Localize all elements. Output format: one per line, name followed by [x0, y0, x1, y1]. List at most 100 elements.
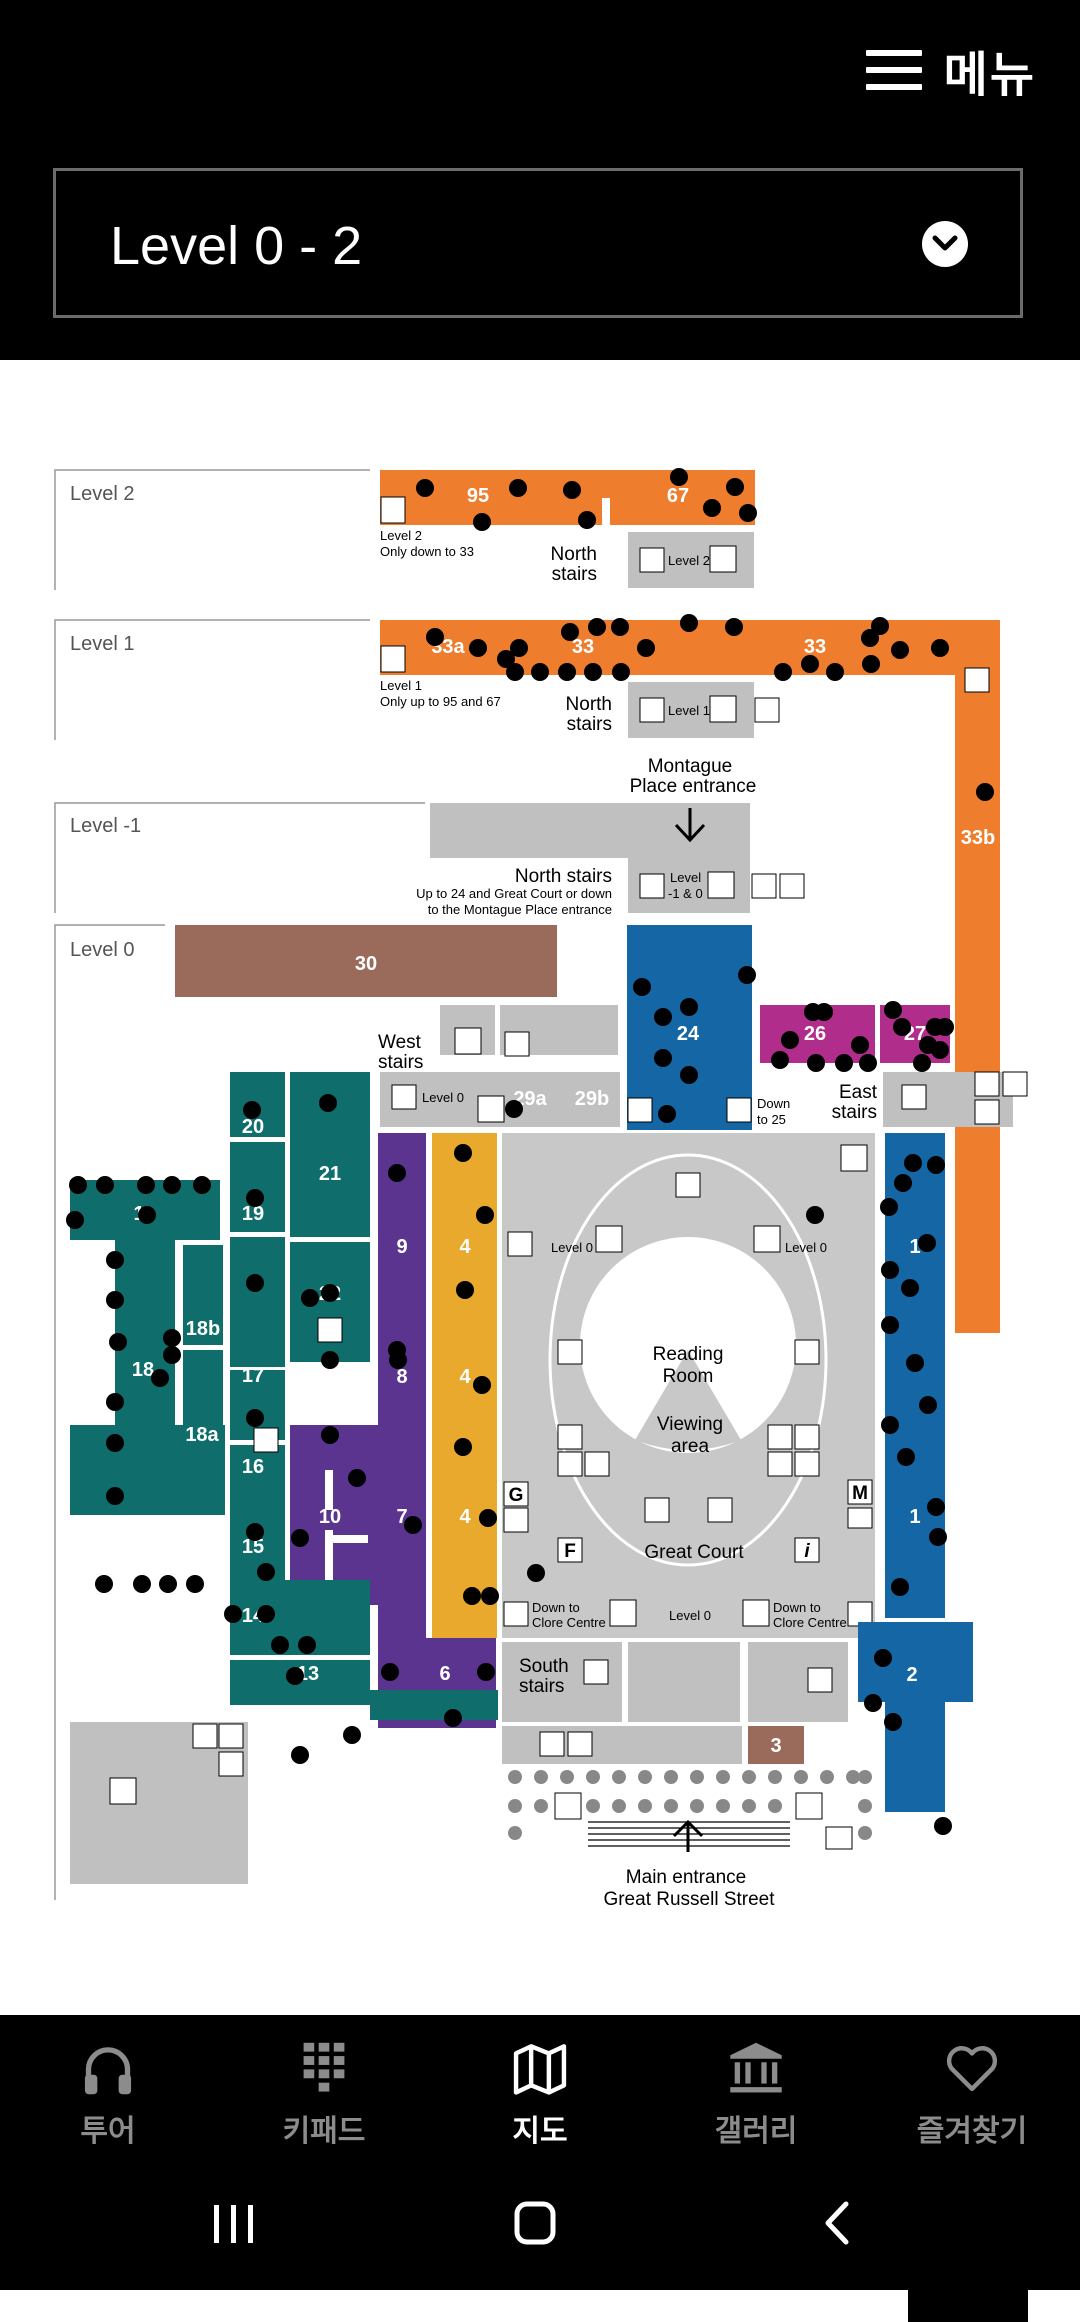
north-stairs-m1-note-2: to the Montague Place entrance — [428, 902, 612, 917]
cafe-icon — [507, 1231, 533, 1257]
room-4-label-a: 4 — [459, 1236, 471, 1258]
sign-g-label: G — [509, 1485, 524, 1506]
room-19-block[interactable] — [230, 1142, 285, 1232]
level-selector[interactable]: Level 0 - 2 — [53, 168, 1023, 318]
north-stairs-m1-note-1: Up to 24 and Great Court or down — [416, 886, 612, 901]
hamburger-icon — [865, 50, 922, 90]
sw-cafe-block[interactable] — [70, 1722, 248, 1884]
floor-plan[interactable]: Level 2 Level 1 Level -1 Level 0 Level 0… — [0, 360, 1080, 2015]
shop-icon — [567, 1731, 593, 1757]
north-stairs-m1-level-1: Level — [670, 870, 701, 885]
south-stairs-2: stairs — [519, 1676, 564, 1697]
room-67-label: 67 — [667, 485, 689, 507]
west-level-label: Level 0 — [422, 1090, 464, 1105]
back-button[interactable] — [792, 2188, 882, 2258]
great-court-label: Great Court — [644, 1542, 744, 1563]
lift-l2-note-2: Only down to 33 — [380, 544, 474, 559]
atm-icon — [847, 1507, 873, 1529]
info-sign-f — [557, 1537, 583, 1563]
highlight-dots[interactable] — [66, 468, 994, 1835]
recents-button[interactable] — [188, 2188, 278, 2258]
level-panels — [54, 469, 425, 1900]
level-2-label: Level 2 — [70, 483, 135, 505]
room-18a-block[interactable] — [183, 1350, 223, 1425]
room-12-corridor[interactable] — [370, 1690, 498, 1720]
east-stairs-2: stairs — [832, 1102, 877, 1123]
nav-keypad[interactable]: 키패드 — [216, 2015, 432, 2150]
montague-corridor[interactable] — [430, 803, 750, 858]
museum-map[interactable]: Level 2 Level 1 Level -1 Level 0 Level 0… — [0, 360, 1080, 2322]
room-12-label: 12 — [297, 1720, 319, 1742]
room-15-block[interactable] — [230, 1445, 285, 1520]
room-4-label-c: 4 — [459, 1506, 471, 1528]
lift-icon — [742, 1599, 770, 1627]
nav-favorites[interactable]: 즐겨찾기 — [864, 2015, 1080, 2150]
cloakroom-icon — [539, 1731, 565, 1757]
south-shop-block[interactable] — [748, 1642, 848, 1722]
reading-room[interactable] — [580, 1237, 796, 1453]
room-3-block[interactable] — [748, 1726, 804, 1764]
nav-keypad-label: 키패드 — [282, 2115, 366, 2148]
west-stairs-1: West — [378, 1032, 422, 1053]
room-10-block[interactable] — [290, 1425, 378, 1605]
system-navigation-bar — [0, 2150, 1080, 2290]
room-18b-block[interactable] — [183, 1245, 223, 1345]
stairs-icon — [707, 1497, 733, 1523]
room-29b-label: 29b — [575, 1088, 609, 1110]
room-30-block[interactable] — [175, 925, 557, 997]
stairs-icon — [218, 1751, 244, 1777]
down-to-25-2: to 25 — [757, 1112, 786, 1127]
toilet-icon — [767, 1424, 793, 1450]
accessible-lift-icon — [795, 1792, 823, 1820]
great-court-oval — [548, 1153, 828, 1567]
menu-button[interactable]: 메뉴 — [865, 42, 1036, 102]
room-24-block[interactable] — [627, 925, 752, 1130]
home-button[interactable] — [490, 2188, 580, 2258]
room-95-block[interactable] — [380, 470, 602, 525]
north-stairs-l1-level: Level 1 — [668, 703, 710, 718]
stairs-icon — [639, 873, 665, 899]
room-9-label: 9 — [396, 1236, 407, 1258]
viewing-area[interactable] — [635, 1350, 741, 1450]
menu-label: 메뉴 — [943, 49, 1036, 102]
main-entrance-2: Great Russell Street — [603, 1889, 775, 1910]
recents-icon — [214, 2205, 253, 2243]
accessible-icon — [504, 1031, 530, 1057]
shop-icon — [807, 1667, 833, 1693]
museum-icon — [730, 2042, 782, 2093]
info-sign-g — [503, 1481, 529, 1507]
nav-map[interactable]: 지도 — [432, 2015, 648, 2150]
lift-icon — [707, 871, 735, 899]
gc-level-right: Level 0 — [785, 1240, 827, 1255]
nav-favorites-label: 즐겨찾기 — [916, 2115, 1028, 2148]
room-18-south-block[interactable] — [70, 1425, 225, 1515]
lift-icon — [380, 496, 406, 524]
stairs-icon — [584, 1451, 610, 1477]
nav-tour[interactable]: 투어 — [0, 2015, 216, 2150]
room-17-block[interactable] — [230, 1237, 285, 1367]
cloakroom-block[interactable] — [502, 1726, 742, 1764]
west-stairs-2: stairs — [378, 1052, 423, 1073]
north-stairs-m1-level-2: -1 & 0 — [668, 886, 703, 901]
stairs-icon — [253, 1427, 279, 1453]
sign-i-label: i — [804, 1541, 810, 1562]
room-33b-block[interactable] — [955, 620, 1000, 1333]
reading-room-1: Reading — [653, 1344, 724, 1365]
south-hall[interactable] — [628, 1642, 740, 1722]
toilet-icon — [192, 1723, 218, 1749]
room-26-label: 26 — [804, 1023, 826, 1045]
room-21-label: 21 — [319, 1163, 341, 1185]
headphones-icon — [84, 2047, 132, 2095]
lift-icon — [709, 545, 737, 573]
nav-gallery[interactable]: 갤러리 — [648, 2015, 864, 2150]
room-2-label: 2 — [906, 1664, 917, 1686]
shop-icon — [675, 1172, 701, 1198]
app-header: 메뉴 Level 0 - 2 — [0, 0, 1080, 360]
stairs-icon — [583, 1659, 609, 1685]
room-9-7-block[interactable] — [378, 1133, 426, 1638]
cafe-icon — [840, 1144, 868, 1172]
room-1-label-a: 1 — [909, 1236, 920, 1258]
room-8-label: 8 — [396, 1366, 407, 1388]
north-stairs-m1-label: North stairs — [515, 866, 612, 887]
stairs-icon — [644, 1497, 670, 1523]
